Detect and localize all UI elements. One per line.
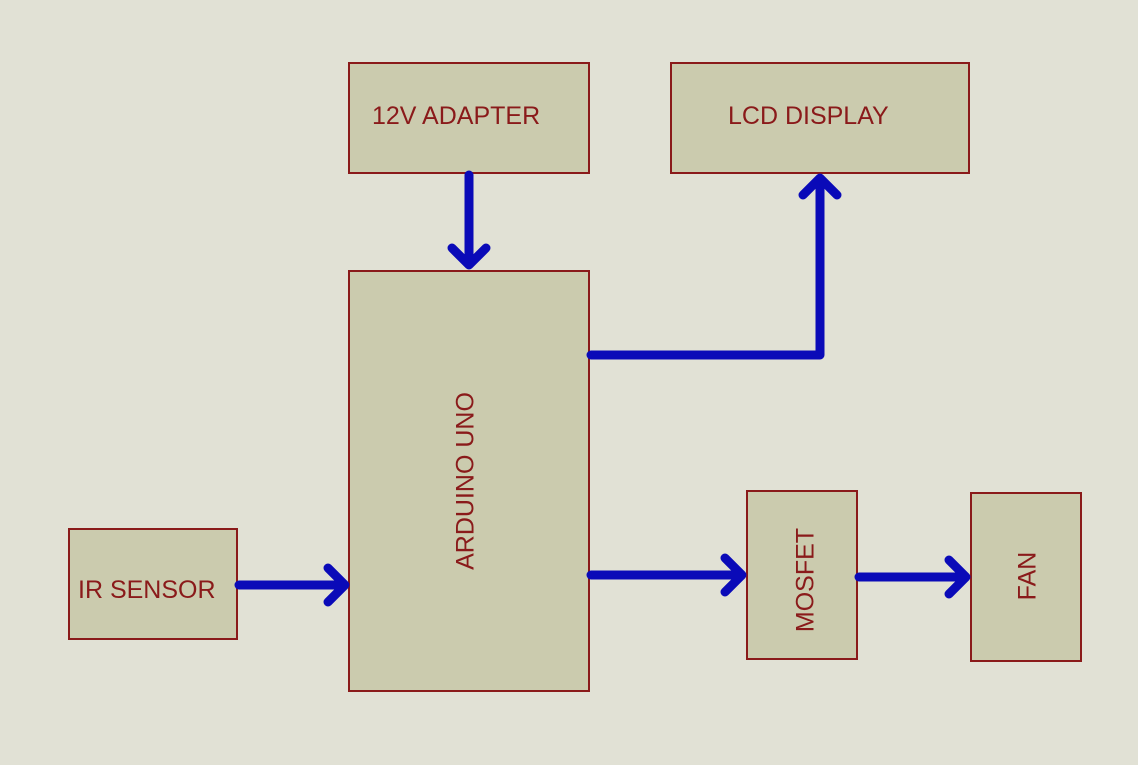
arrow-adapter-to-arduino <box>447 170 491 270</box>
arduino-uno-block: ARDUINO UNO <box>348 270 590 692</box>
mosfet-block: MOSFET <box>746 490 858 660</box>
lcd-display-label: LCD DISPLAY <box>728 102 889 130</box>
arrow-arduino-to-lcd <box>586 173 842 360</box>
arrow-ir-to-arduino <box>234 563 350 607</box>
ir-sensor-label: IR SENSOR <box>78 576 216 604</box>
adapter-block: 12V ADAPTER <box>348 62 590 174</box>
fan-block: FAN <box>970 492 1082 662</box>
adapter-label: 12V ADAPTER <box>372 102 541 130</box>
arrow-arduino-to-mosfet <box>586 553 747 597</box>
lcd-display-block: LCD DISPLAY <box>670 62 970 174</box>
arrow-mosfet-to-fan <box>854 555 971 599</box>
ir-sensor-block: IR SENSOR <box>68 528 238 640</box>
